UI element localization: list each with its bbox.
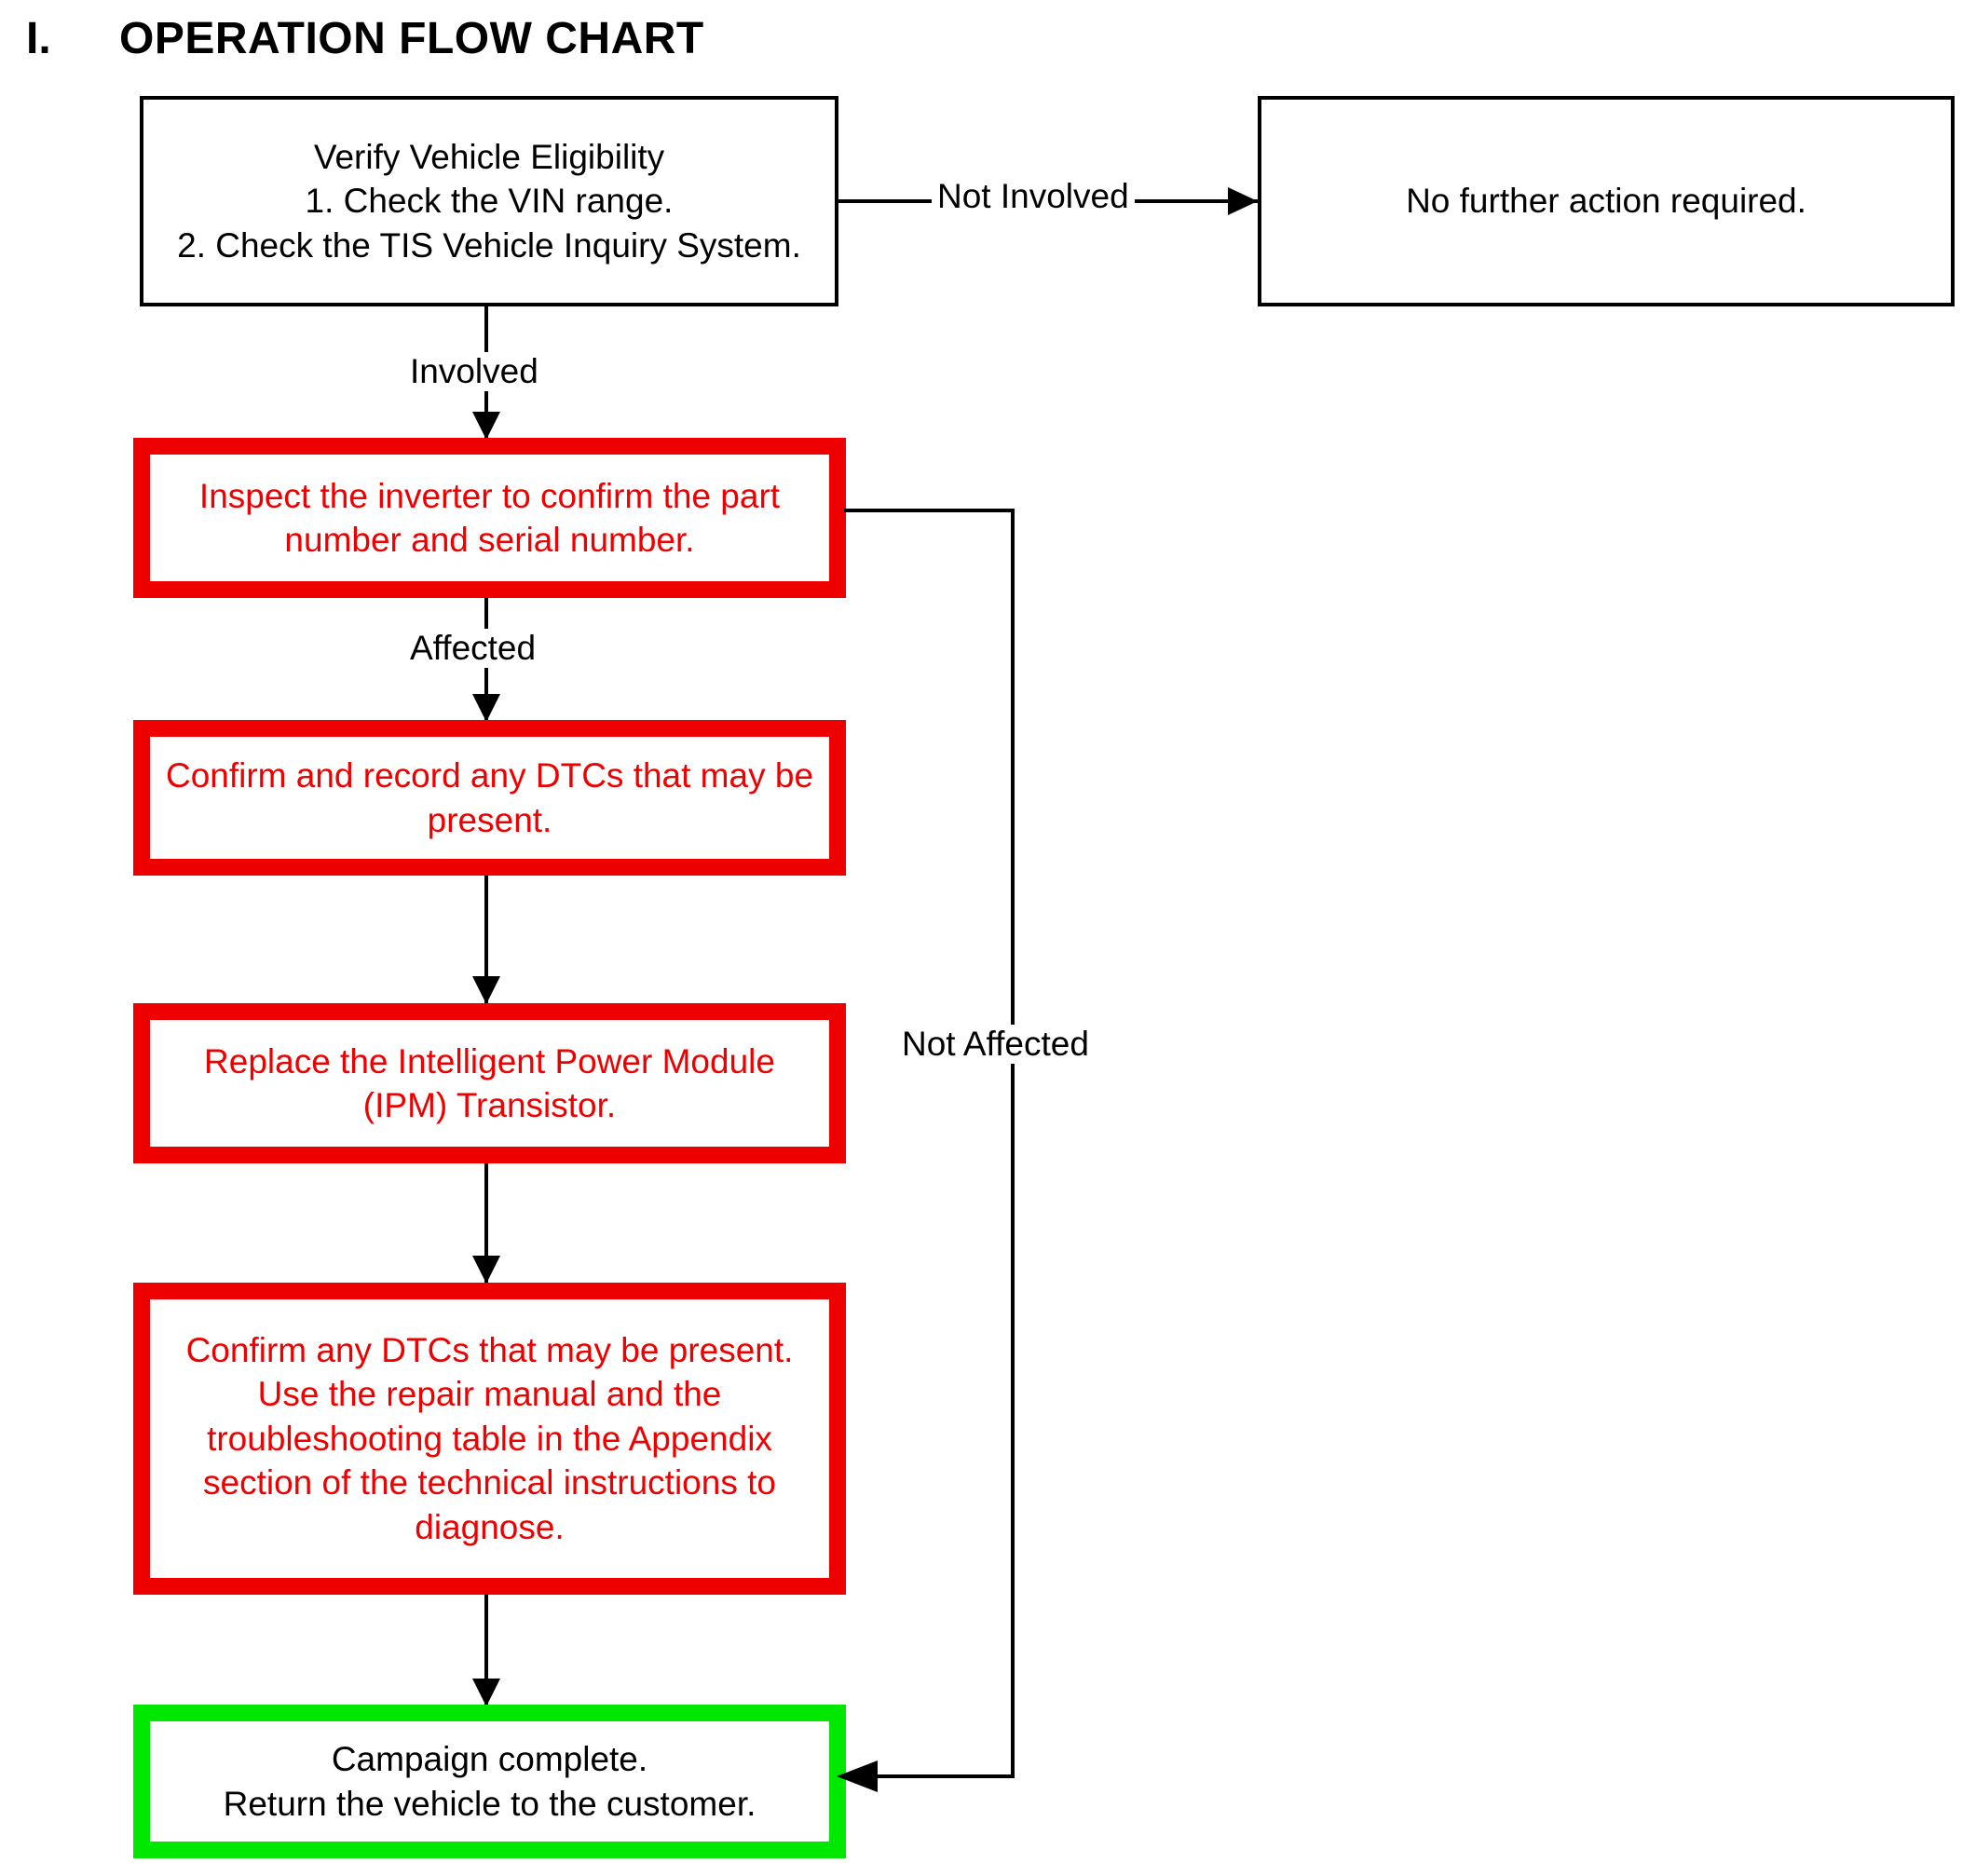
edge-label-affected: Affected [404,629,542,668]
node-record-dtcs[interactable]: Confirm and record any DTCs that may be … [133,720,846,876]
node-campaign-complete-label: Campaign complete. Return the vehicle to… [223,1740,756,1823]
node-replace-ipm-transistor[interactable]: Replace the Intelligent Power Module (IP… [133,1003,846,1163]
edge-not-affected-bottom-line [876,1774,1015,1778]
node-diagnose-dtcs[interactable]: Confirm any DTCs that may be present. Us… [133,1283,846,1595]
section-heading: OPERATION FLOW CHART [119,14,704,63]
edge-affected-arrowhead [472,694,500,722]
edge-diagnose-to-complete-arrowhead [472,1679,500,1706]
edge-replace-to-diagnose-line [484,1163,488,1286]
node-inspect-inverter[interactable]: Inspect the inverter to confirm the part… [133,438,846,598]
node-replace-ipm-transistor-label: Replace the Intelligent Power Module (IP… [204,1041,775,1124]
node-diagnose-dtcs-label: Confirm any DTCs that may be present. Us… [185,1331,794,1546]
node-campaign-complete[interactable]: Campaign complete. Return the vehicle to… [133,1705,846,1858]
node-no-further-action[interactable]: No further action required. [1258,96,1955,306]
edge-replace-to-diagnose-arrowhead [472,1256,500,1284]
edge-not-affected-top-line [844,509,1015,512]
edge-record-to-replace-line [484,876,488,1006]
node-verify-vehicle-eligibility-label: Verify Vehicle Eligibility 1. Check the … [177,137,801,265]
edge-label-not-affected: Not Affected [896,1025,1095,1064]
edge-label-involved: Involved [404,352,544,391]
edge-not-affected-vertical-line [1011,509,1015,1777]
page-title: I. OPERATION FLOW CHART [26,13,958,69]
edge-involved-arrowhead [472,412,500,440]
edge-not-involved-arrowhead [1228,187,1258,215]
node-inspect-inverter-label: Inspect the inverter to confirm the part… [198,476,781,559]
edge-record-to-replace-arrowhead [472,976,500,1004]
edge-not-affected-arrowhead [837,1760,878,1792]
section-numeral: I. [26,14,51,63]
node-record-dtcs-label: Confirm and record any DTCs that may be … [165,756,814,839]
node-verify-vehicle-eligibility[interactable]: Verify Vehicle Eligibility 1. Check the … [140,96,838,306]
edge-diagnose-to-complete-line [484,1595,488,1708]
edge-label-not-involved: Not Involved [932,177,1135,216]
node-no-further-action-label: No further action required. [1406,182,1806,221]
